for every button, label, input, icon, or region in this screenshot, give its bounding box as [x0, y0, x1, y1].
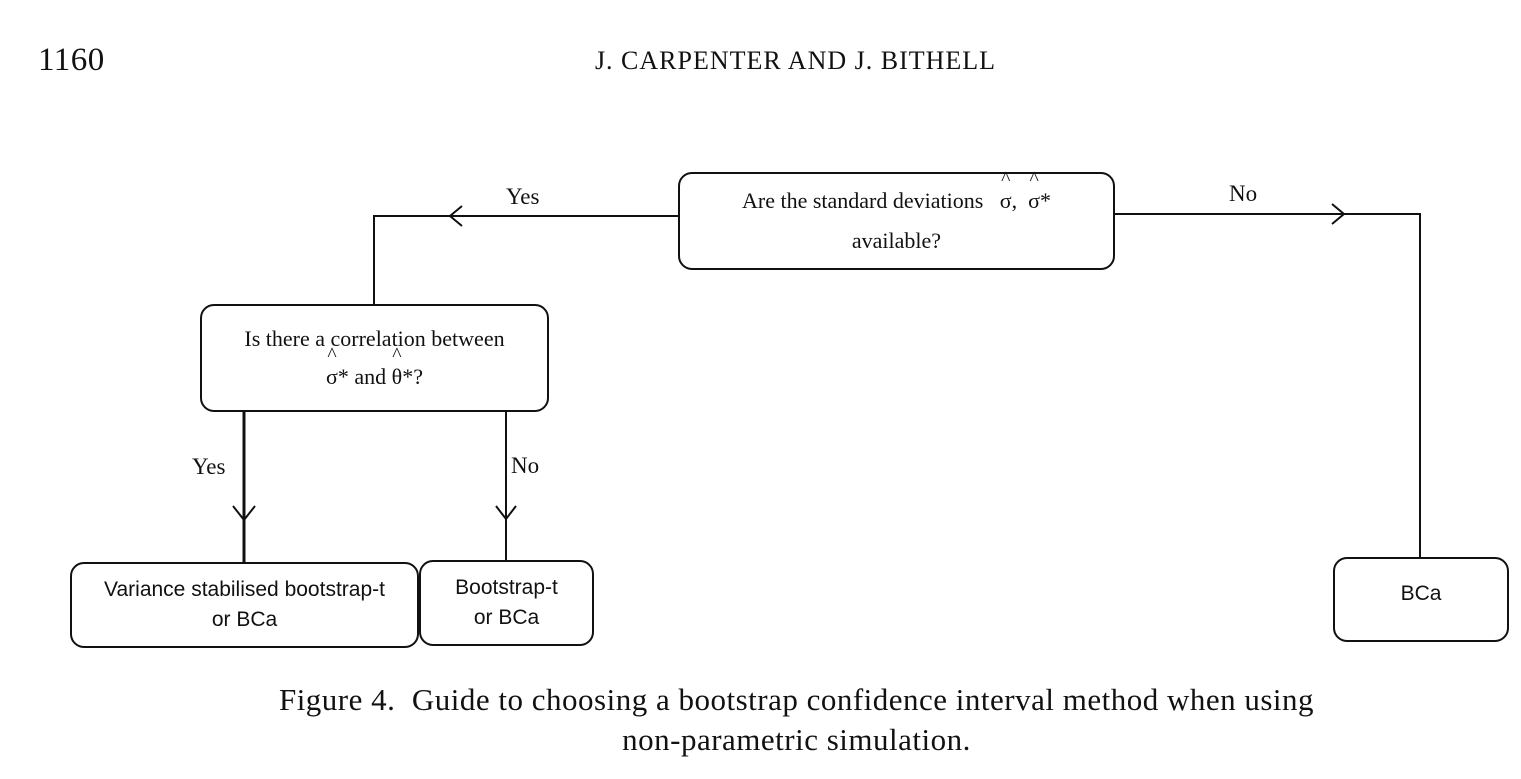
hat-accent: ^ [1001, 167, 1011, 190]
hat-accent: ^ [392, 343, 402, 366]
star-glyph: * [337, 364, 349, 389]
connector-q1-no [1114, 213, 1421, 557]
caption-line-2: non-parametric simulation. [622, 722, 971, 758]
arrowhead-q1-yes [448, 205, 463, 227]
q1-line-2: available? [851, 228, 942, 253]
question-sd-available-box: Are the standard deviations ^σ, ^σ* avai… [678, 169, 1115, 270]
edge-label-q1-no: No [1229, 181, 1258, 206]
q1-line-1: Are the standard deviations ^σ, ^σ* [741, 169, 1052, 218]
theta-glyph: θ [391, 364, 403, 389]
sigma-glyph: σ [326, 364, 338, 389]
edge-label-q2-no: No [511, 453, 540, 478]
separator: , [1011, 187, 1018, 213]
answer-variance-stabilised-box: Variance stabilised bootstrap-t or BCa [70, 562, 419, 648]
sigma-hat-symbol: ^σ [999, 169, 1012, 218]
answer-line-2: or BCa [473, 606, 540, 629]
hat-accent: ^ [1029, 167, 1039, 190]
star-glyph: * [1040, 187, 1052, 213]
answer-line-2: or BCa [211, 608, 278, 631]
sigma-hat-star-symbol: ^σ [1028, 169, 1041, 218]
q1-text: Are the standard deviations [741, 187, 984, 213]
hat-accent: ^ [327, 343, 337, 366]
answer-bootstrap-t-box: Bootstrap-t or BCa [419, 560, 594, 646]
answer-line-1: BCa [1400, 582, 1442, 605]
answer-bca-box: BCa [1333, 557, 1509, 642]
star-question-glyph: *? [402, 364, 423, 389]
running-head: J. CARPENTER AND J. BITHELL [594, 46, 997, 75]
connector-q1-yes [373, 215, 678, 304]
and-word: and [354, 364, 387, 389]
edge-label-q2-yes: Yes [192, 454, 226, 479]
question-correlation-box: Is there a correlation between ^σ* and ^… [200, 304, 549, 412]
arrowhead-q1-no [1331, 203, 1346, 225]
q2-line-2: ^σ* and ^θ*? [326, 345, 423, 394]
arrowhead-q2-yes [232, 505, 256, 522]
caption-line-1: Figure 4. Guide to choosing a bootstrap … [278, 682, 1315, 717]
answer-line-1: Variance stabilised bootstrap-t [104, 577, 385, 601]
sigma-hat-star-symbol: ^σ [326, 345, 338, 394]
edge-label-q1-yes: Yes [506, 184, 540, 209]
sigma-glyph: σ [999, 187, 1012, 213]
page-number: 1160 [38, 42, 105, 78]
theta-hat-star-symbol: ^θ [391, 345, 403, 394]
figure-caption: Figure 4. Guide to choosing a bootstrap … [0, 680, 1521, 761]
answer-line-1: Bootstrap-t [455, 575, 558, 599]
q2-line-1: Is there a correlation between [244, 325, 505, 351]
sigma-glyph: σ [1028, 187, 1041, 213]
arrowhead-q2-no [495, 505, 517, 521]
